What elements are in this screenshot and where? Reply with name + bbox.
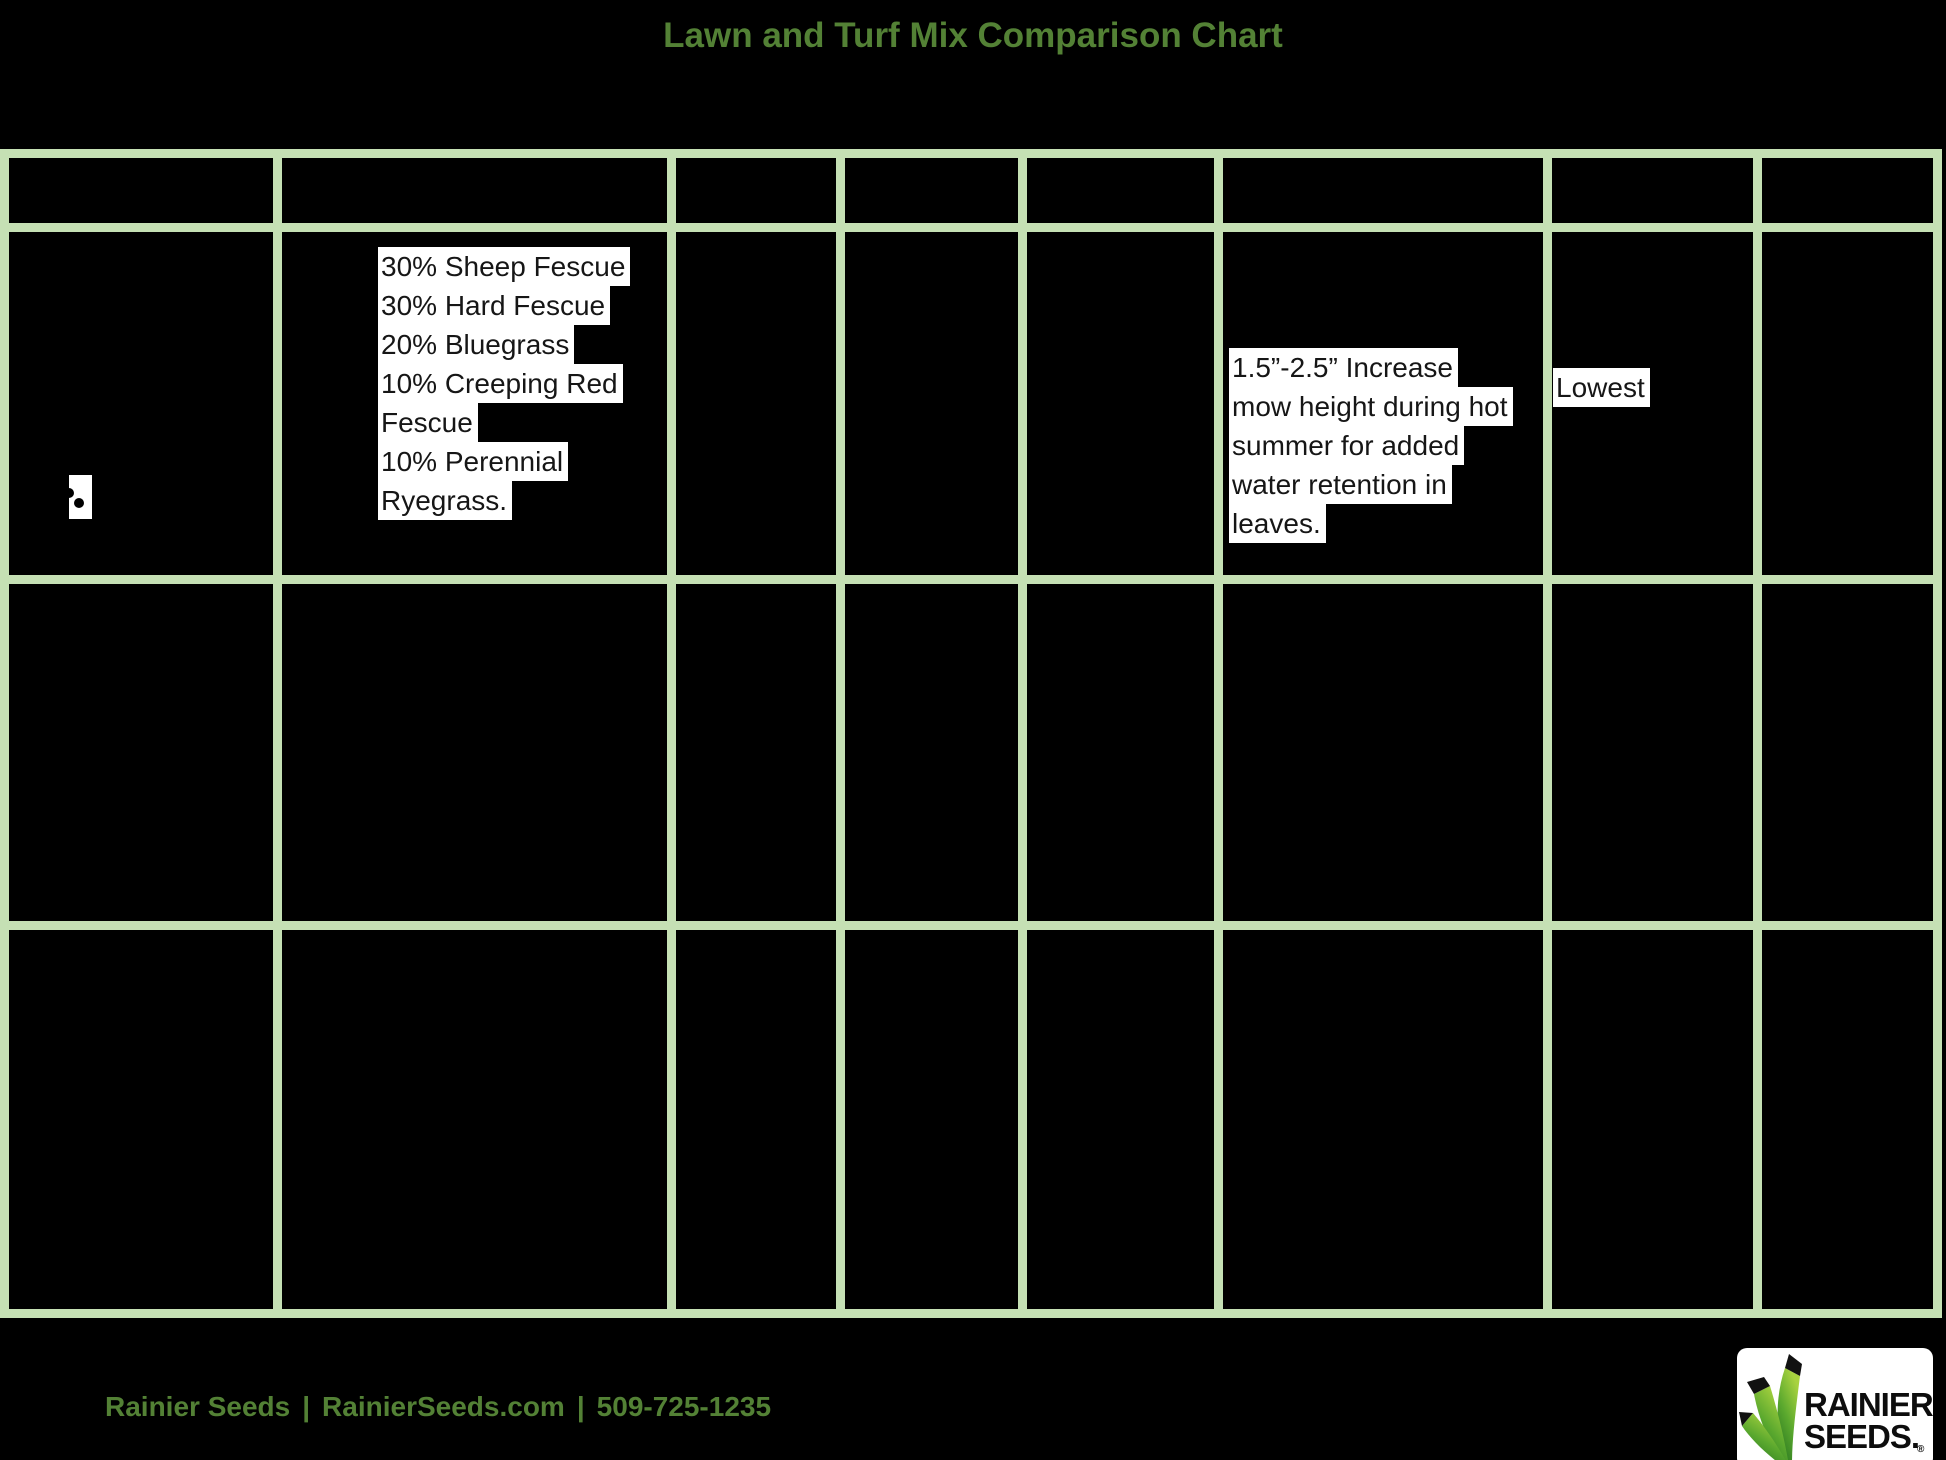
text-line: Ryegrass. <box>378 481 513 520</box>
text-line: water retention in <box>1229 465 1452 504</box>
text-line: 20% Bluegrass <box>378 325 575 364</box>
text-line: 30% Sheep Fescue <box>378 247 631 286</box>
text-line: mow height during hot <box>1229 387 1513 426</box>
header-cell <box>282 158 667 223</box>
separator: | <box>576 1391 585 1422</box>
logo-wordmark-line2: SEEDS. <box>1804 1418 1920 1455</box>
text-fragment <box>64 475 92 519</box>
table-cell <box>282 930 667 1309</box>
table-cell <box>676 584 836 921</box>
table-cell <box>9 930 273 1309</box>
lowest-label: Lowest <box>1553 368 1650 407</box>
table-cell <box>845 930 1018 1309</box>
table-cell <box>676 232 836 575</box>
table-cell <box>676 930 836 1309</box>
separator: | <box>302 1391 311 1422</box>
mow-height-cell: 1.5”-2.5” Increase mow height during hot… <box>1223 232 1543 575</box>
footer-contact: Rainier Seeds | RainierSeeds.com | 509-725-1… <box>105 1391 771 1423</box>
table-cell <box>1223 930 1543 1309</box>
table-cell <box>845 232 1018 575</box>
table-cell <box>1762 930 1933 1309</box>
website: RainierSeeds.com <box>322 1391 565 1422</box>
header-cell <box>1027 158 1214 223</box>
header-cell <box>1223 158 1543 223</box>
text-line: leaves. <box>1229 504 1326 543</box>
text-line: summer for added <box>1229 426 1465 465</box>
maintenance-cell: Lowest <box>1552 232 1753 575</box>
text-line: 10% Perennial <box>378 442 569 481</box>
table-cell <box>1552 584 1753 921</box>
lowest-label-wrap: Lowest <box>1553 368 1650 407</box>
table-cell <box>1762 232 1933 575</box>
header-cell <box>1762 158 1933 223</box>
mow-height-note: 1.5”-2.5” Increase mow height during hot… <box>1229 348 1513 543</box>
table-cell <box>1223 584 1543 921</box>
text-line: 30% Hard Fescue <box>378 286 611 325</box>
table-cell <box>1027 232 1214 575</box>
mix-composition-cell: 30% Sheep Fescue 30% Hard Fescue 20% Blu… <box>282 232 667 575</box>
logo-wordmark-line1: RAINIER <box>1804 1386 1934 1423</box>
registered-mark-icon: ® <box>1917 1444 1925 1455</box>
logo-leaves-icon <box>1739 1354 1802 1460</box>
table-cell <box>9 584 273 921</box>
comparison-table: 30% Sheep Fescue 30% Hard Fescue 20% Blu… <box>0 149 1942 1318</box>
table-cell <box>1027 584 1214 921</box>
phone-number: 509-725-1235 <box>596 1391 772 1422</box>
header-cell <box>845 158 1018 223</box>
header-cell <box>676 158 836 223</box>
table-cell <box>1762 584 1933 921</box>
text-line: 10% Creeping Red <box>378 364 623 403</box>
page-title: Lawn and Turf Mix Comparison Chart <box>663 16 1283 55</box>
mix-name-cell <box>9 232 273 575</box>
brand-name: Rainier Seeds <box>105 1391 291 1422</box>
table-cell <box>1027 930 1214 1309</box>
text-line: 1.5”-2.5” Increase <box>1229 348 1458 387</box>
table-cell <box>1552 930 1753 1309</box>
text-line: Fescue <box>378 403 478 442</box>
rainier-seeds-logo: RAINIER SEEDS. ® <box>1737 1348 1934 1460</box>
table-cell <box>282 584 667 921</box>
mix-composition-text: 30% Sheep Fescue 30% Hard Fescue 20% Blu… <box>378 247 631 520</box>
header-cell <box>9 158 273 223</box>
header-cell <box>1552 158 1753 223</box>
table-cell <box>845 584 1018 921</box>
